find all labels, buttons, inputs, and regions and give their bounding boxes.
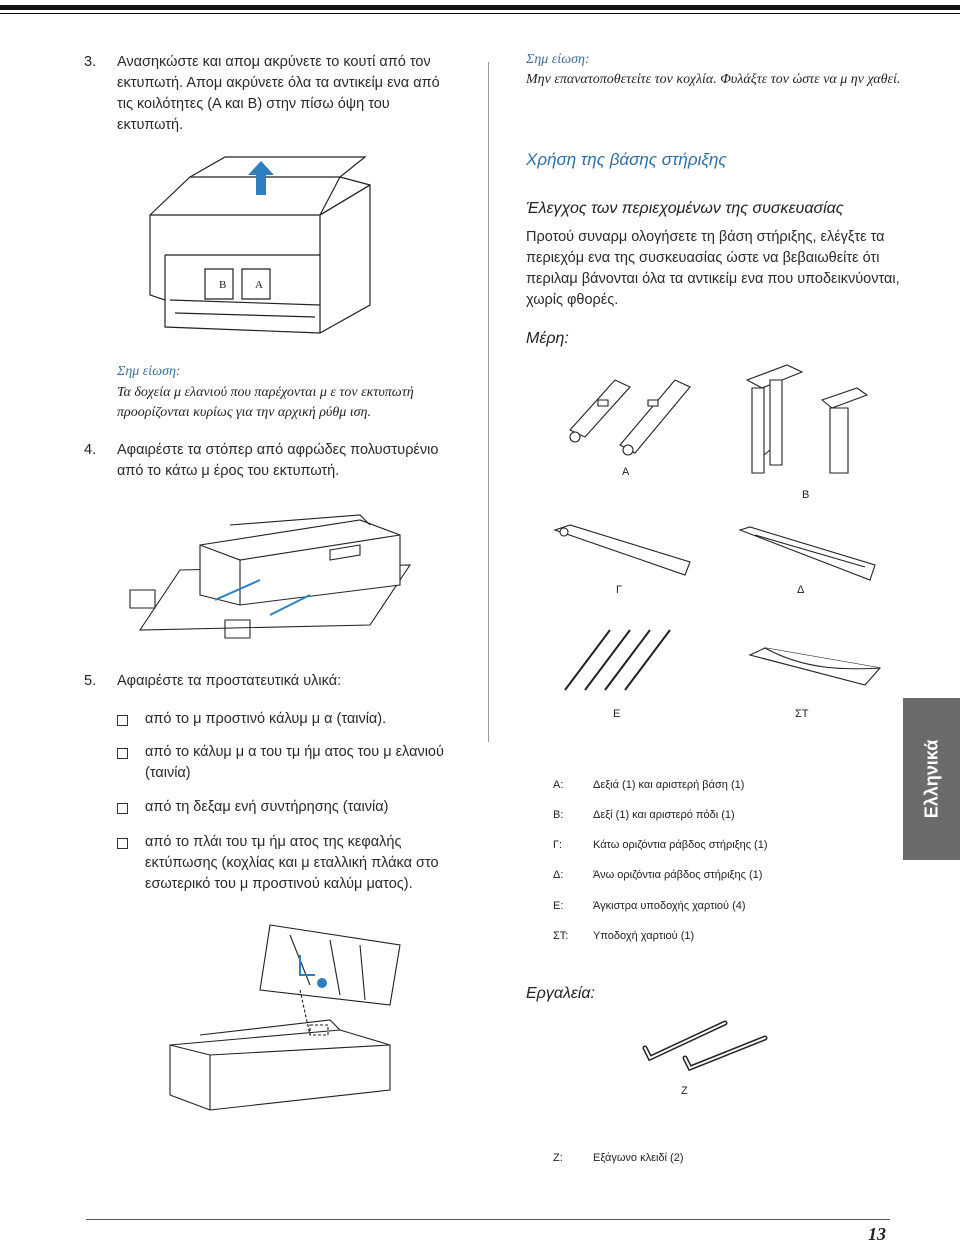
part-z-hex-keys-illustration (635, 1018, 775, 1078)
note-1-text: Τα δοχεία μ ελανιού που παρέχονται μ ε τ… (117, 385, 414, 420)
subsection-title: Έλεγχος των περιεχομένων της συσκευασίας (526, 200, 844, 217)
step-4-number: 4. (84, 442, 97, 458)
intro-text: Προτού συναρμ ολογήσετε τη βάση στήριξης… (526, 229, 900, 308)
legend-value: Δεξιά (1) και αριστερή βάση (1) (593, 779, 745, 791)
legend-key: Ε: (553, 900, 564, 912)
checkbox-item-1 (117, 715, 128, 726)
section-title: Χρήση της βάσης στήριξης (526, 150, 727, 169)
part-b-legs-illustration (742, 360, 872, 475)
list-item: από το κάλυμ μ α του τμ ήμ ατος του μ ελ… (145, 744, 444, 781)
part-label-st: ΣΤ (795, 708, 809, 720)
part-d-upper-rod-illustration (735, 525, 885, 585)
step-5-text: Αφαιρέστε τα προστατευτικά υλικά: (117, 673, 342, 689)
column-divider (488, 62, 489, 742)
part-label-a: A (622, 466, 630, 478)
language-side-tab-label: Ελληνικά (921, 739, 941, 819)
legend-value: Κάτω οριζόντια ράβδος στήριξης (1) (593, 839, 768, 851)
top-rule-thin (0, 13, 960, 14)
legend-key: Γ: (553, 839, 563, 851)
language-side-tab: Ελληνικά (903, 698, 960, 860)
footer-rule (86, 1219, 890, 1220)
legend-key: Δ: (553, 869, 564, 881)
tools-heading: Εργαλεία: (526, 985, 595, 1002)
list-item: από το μ προστινό κάλυμ μ α (ταινία). (145, 711, 387, 727)
list-item: από το πλάι του τμ ήμ ατος της κεφαλής ε… (145, 834, 439, 892)
box-label-b: B (219, 279, 227, 291)
tools-legend-value: Εξάγωνο κλειδί (2) (593, 1152, 684, 1164)
legend-value: Άγκιστρα υποδοχής χαρτιού (4) (593, 900, 746, 912)
part-label-g: Γ (616, 584, 623, 596)
part-e-hooks-illustration (560, 625, 680, 695)
legend-key: ΣΤ: (553, 930, 569, 942)
part-g-lower-rod-illustration (550, 520, 700, 580)
printer-foam-stoppers-illustration (120, 505, 420, 655)
checkbox-item-4 (117, 838, 128, 849)
part-a-bases-illustration (560, 375, 700, 455)
legend-key: A: (553, 779, 564, 791)
legend-value: Υποδοχή χαρτιού (1) (593, 930, 695, 942)
checkbox-item-3 (117, 803, 128, 814)
parts-heading: Μέρη: (526, 330, 569, 347)
legend-key: B: (553, 809, 564, 821)
tools-legend-key: Z: (553, 1152, 563, 1164)
printer-head-detail-illustration (140, 915, 430, 1115)
note-1-heading: Σημ είωση: (117, 364, 181, 379)
page-number: 13 (868, 1224, 886, 1244)
checkbox-item-2 (117, 748, 128, 759)
box-label-a: A (255, 279, 263, 291)
list-item: από τη δεξαμ ενή συντήρησης (ταινία) (145, 799, 389, 815)
step-4-text: Αφαιρέστε τα στόπερ από αφρώδες πολυστυρ… (117, 442, 439, 479)
part-st-paper-basket-illustration (745, 640, 885, 690)
legend-value: Άνω οριζόντια ράβδος στήριξης (1) (593, 869, 763, 881)
note-2-heading: Σημ είωση: (526, 52, 590, 67)
part-label-b: B (802, 489, 810, 501)
note-2-text: Μην επανατοποθετείτε τον κοχλία. Φυλάξτε… (526, 72, 901, 87)
part-label-z: Z (681, 1085, 688, 1097)
top-rule-thick (0, 5, 960, 10)
part-label-e: Ε (613, 708, 621, 720)
step-3-number: 3. (84, 54, 97, 70)
box-removal-illustration (130, 155, 390, 340)
legend-value: Δεξί (1) και αριστερό πόδι (1) (593, 809, 735, 821)
step-5-number: 5. (84, 673, 97, 689)
part-label-d: Δ (797, 584, 805, 596)
step-3-text: Ανασηκώστε και απομ ακρύνετε το κουτί απ… (117, 54, 440, 133)
